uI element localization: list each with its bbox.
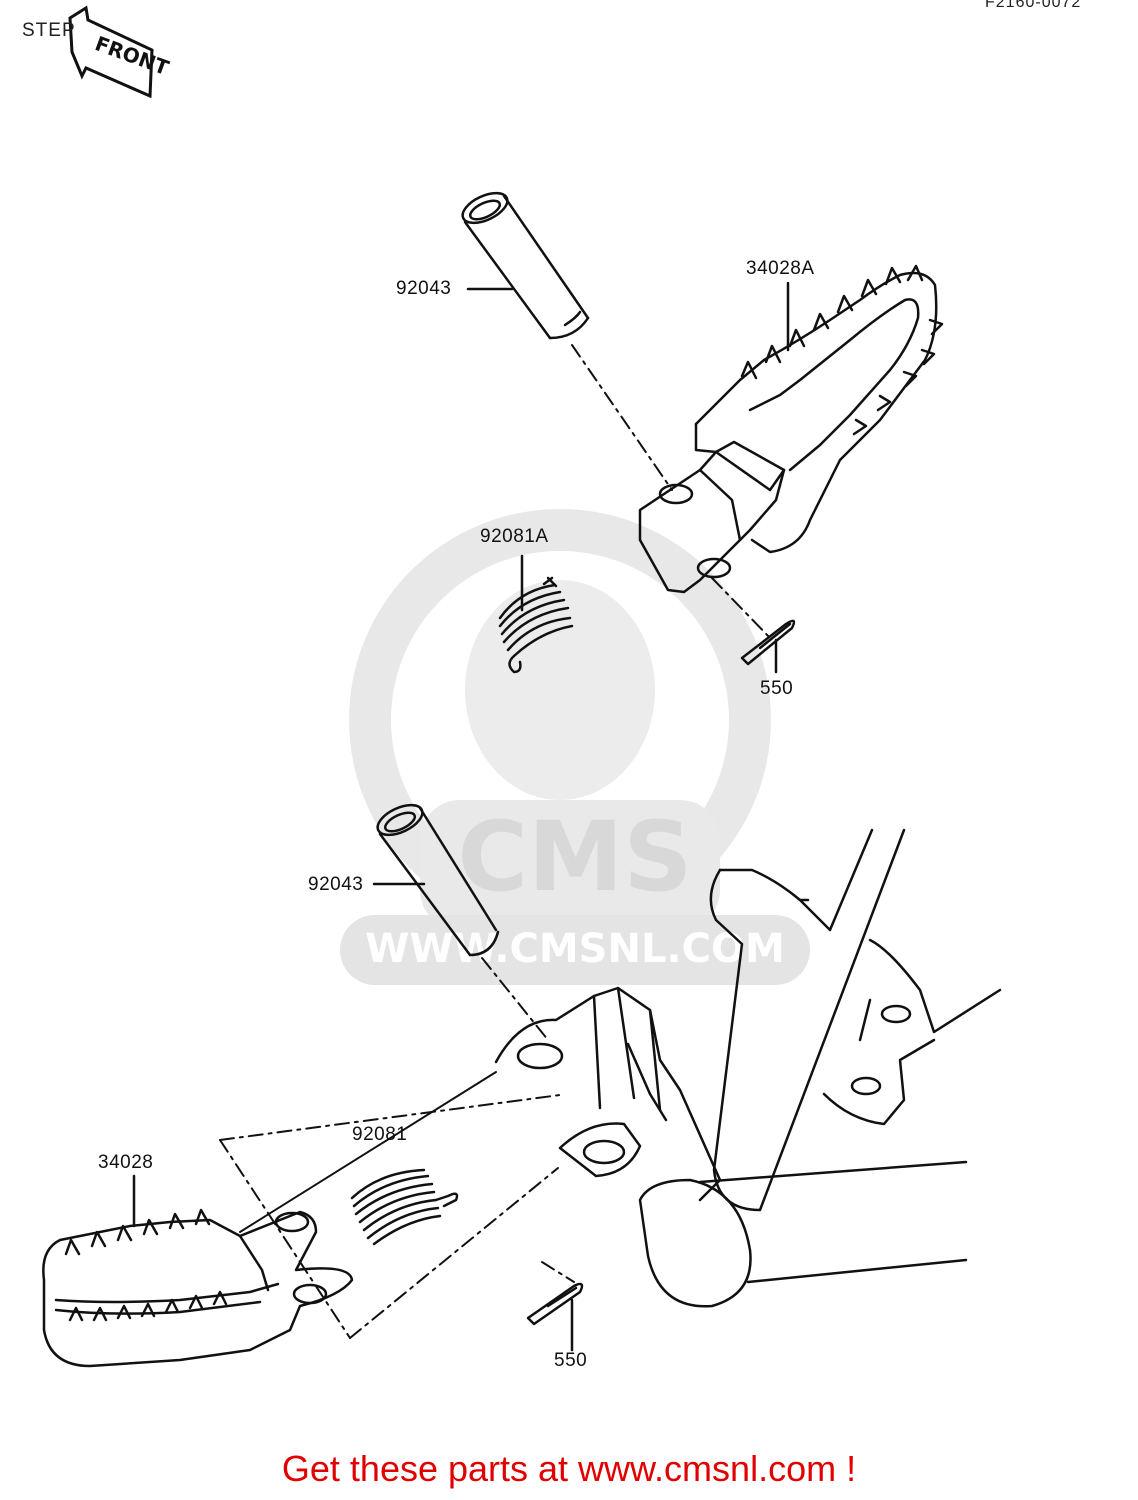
axis-line-upper-2 xyxy=(711,577,773,641)
callout-spring-lower: 92081 xyxy=(352,1124,408,1145)
cms-watermark: CMS WWW.CMSNL.COM xyxy=(340,509,810,985)
step-upper xyxy=(638,264,944,594)
cotter-pin-upper xyxy=(740,619,796,666)
callout-cotter-upper: 550 xyxy=(760,678,794,699)
promo-link[interactable]: Get these parts at www.cmsnl.com ! xyxy=(281,1448,857,1489)
frame-bracket xyxy=(494,986,722,1202)
axis-line-upper xyxy=(571,344,673,491)
figure-code: F2160-0072 xyxy=(985,0,1082,11)
cotter-pin-lower xyxy=(526,1282,584,1326)
watermark-url: WWW.CMSNL.COM xyxy=(365,926,785,972)
diagram-title: STEP xyxy=(22,20,76,41)
callout-step-upper: 34028A xyxy=(746,258,815,279)
watermark-brand: CMS xyxy=(457,801,692,913)
spring-lower xyxy=(350,1168,459,1246)
step-lower xyxy=(42,1208,354,1368)
pin-lower xyxy=(376,803,500,957)
callout-cotter-lower: 550 xyxy=(554,1350,588,1371)
spring-upper xyxy=(498,576,574,674)
pin-upper xyxy=(461,191,590,340)
callout-pin-lower: 92043 xyxy=(308,874,364,895)
front-arrow: FRONT xyxy=(68,5,172,99)
callout-pin-upper: 92043 xyxy=(396,278,452,299)
callout-spring-upper: 92081A xyxy=(480,526,549,547)
callout-step-lower: 34028 xyxy=(98,1152,154,1173)
axis-line-lower xyxy=(481,957,549,1041)
frame-tubes xyxy=(638,828,1002,1308)
